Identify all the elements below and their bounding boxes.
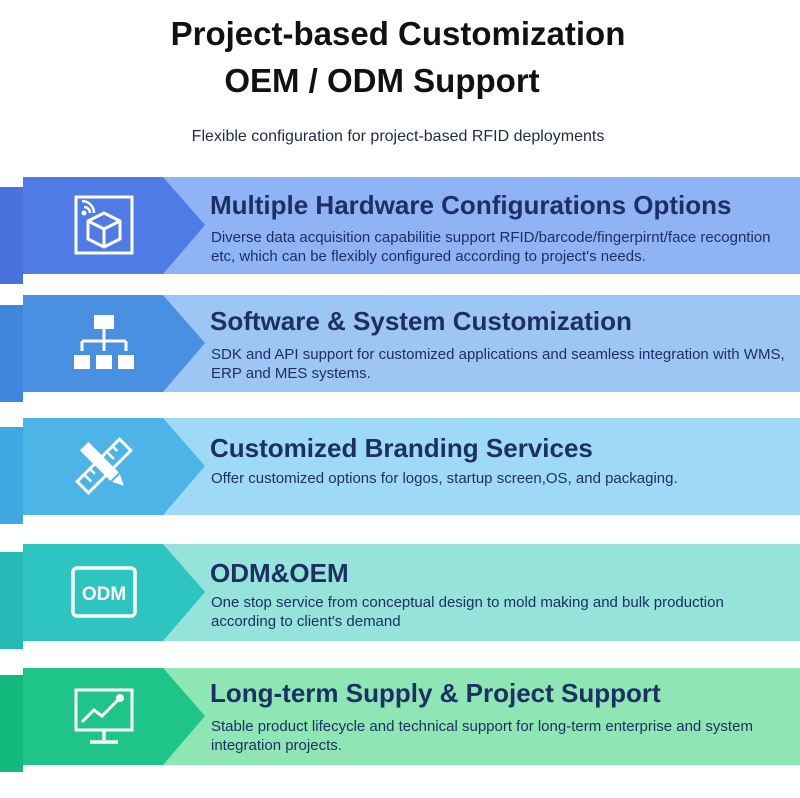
- feature-title: ODM&OEM: [210, 558, 349, 588]
- feature-accent: [0, 305, 23, 402]
- odm-icon: ODM: [69, 557, 139, 627]
- page-subtitle: Flexible configuration for project-based…: [191, 128, 605, 145]
- odm-icon-text: ODM: [82, 584, 126, 605]
- feature-accent: [0, 552, 23, 649]
- feature-title: Multiple Hardware Configurations Options: [210, 190, 732, 220]
- feature-description: Offer customized options for logos, star…: [211, 470, 678, 487]
- feature-title: Software & System Customization: [210, 306, 632, 336]
- feature-band-branding: Customized Branding Services Offer custo…: [23, 418, 800, 515]
- feature-band-hardware: Multiple Hardware Configurations Options…: [23, 177, 800, 274]
- feature-accent: [0, 427, 23, 524]
- feature-accent: [0, 187, 23, 284]
- rfid-box-icon: [69, 190, 139, 260]
- page-title-secondary: OEM / ODM Support: [224, 62, 540, 99]
- hierarchy-icon: [69, 308, 139, 378]
- feature-description: SDK and API support for customized appli…: [211, 346, 785, 382]
- feature-arrow: [23, 544, 205, 641]
- feature-band-support: Long-term Supply & Project Support Stabl…: [23, 668, 800, 765]
- page-title: Project-based Customization: [170, 15, 626, 52]
- feature-band-odm-oem: ODM ODM&OEM One stop service from concep…: [23, 544, 800, 641]
- feature-description: Diverse data acquisition capabilitie sup…: [211, 229, 771, 265]
- feature-description: One stop service from conceptual design …: [211, 594, 724, 630]
- feature-arrow: [23, 668, 205, 765]
- feature-arrow: [23, 295, 205, 392]
- feature-title: Long-term Supply & Project Support: [210, 678, 661, 708]
- growth-chart-monitor-icon: [69, 681, 139, 751]
- feature-accent: [0, 675, 23, 772]
- feature-band-software: Software & System Customization SDK and …: [23, 295, 800, 392]
- feature-description: Stable product lifecycle and technical s…: [211, 718, 753, 754]
- ruler-pencil-icon: [69, 431, 139, 501]
- feature-title: Customized Branding Services: [210, 433, 593, 463]
